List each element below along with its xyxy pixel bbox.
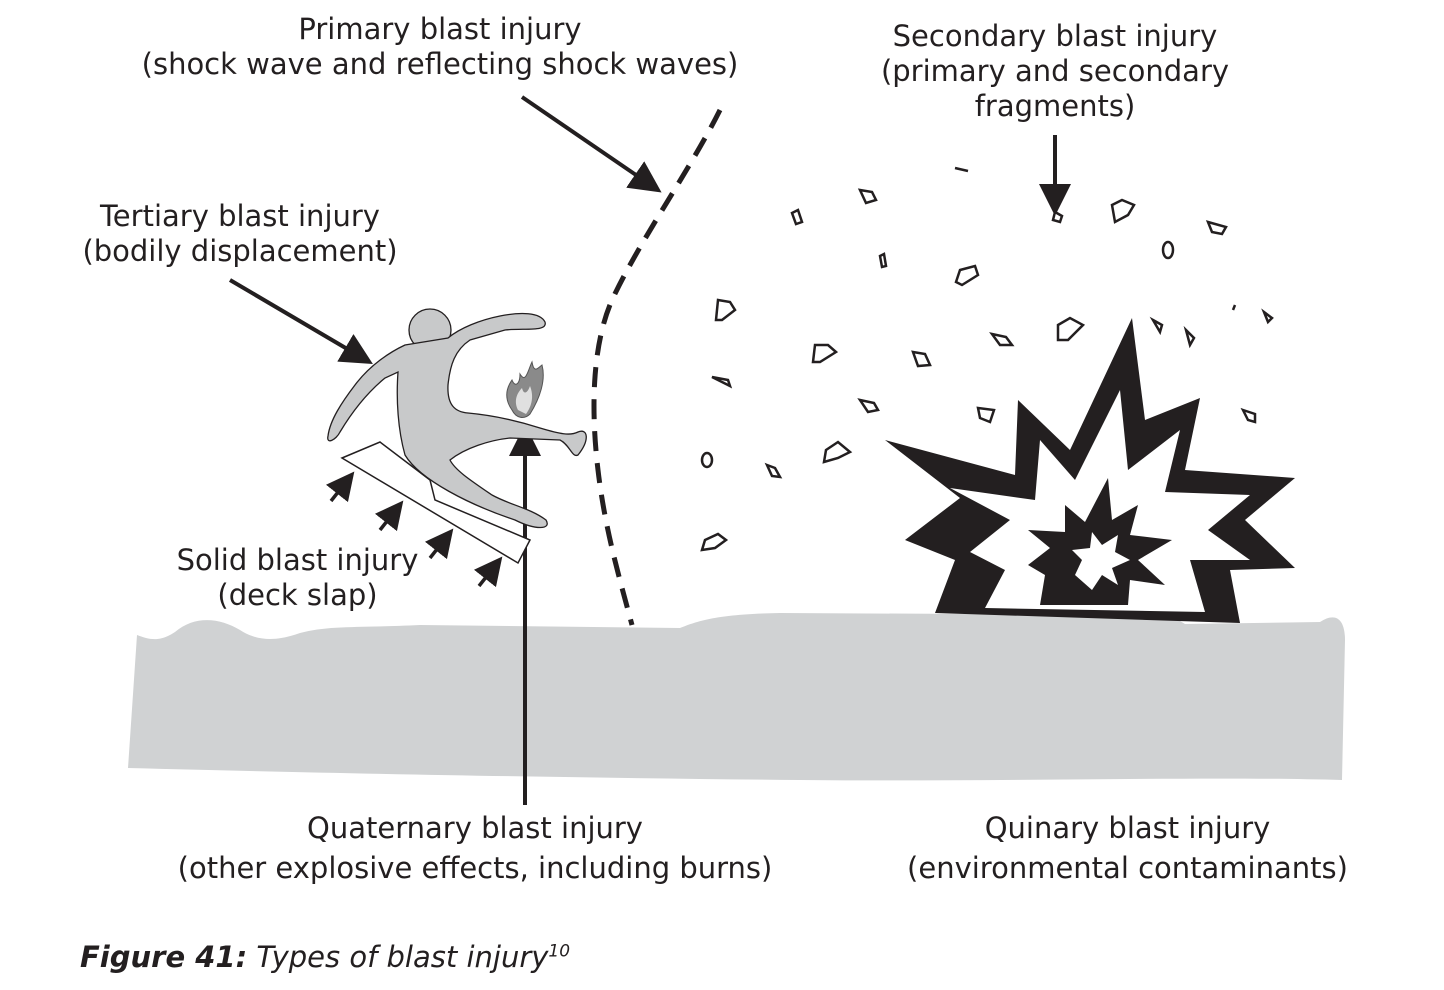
primary-blast-detail: (shock wave and reflecting shock waves) [141,47,739,81]
figure-number: Figure 41: [80,940,248,974]
primary-blast-label: Primary blast injury (shock wave and ref… [130,12,750,82]
solid-blast-label: Solid blast injury (deck slap) [165,543,430,613]
tertiary-arrow [228,278,373,365]
tertiary-blast-label: Tertiary blast injury (bodily displaceme… [70,199,410,269]
quinary-blast-label: Quinary blast injury (environmental cont… [895,808,1360,888]
reference-superscript: 10 [548,941,571,962]
flame-icon [506,360,544,418]
figure-caption: Figure 41: Types of blast injury10 [80,940,570,974]
primary-arrow [520,95,662,193]
fragments [700,166,1274,552]
secondary-blast-detail-1: (primary and secondary [880,54,1230,88]
quaternary-blast-label: Quaternary blast injury (other explosive… [160,808,790,888]
deck-plate [340,441,532,565]
quinary-blast-title: Quinary blast injury [984,811,1271,845]
solid-blast-detail: (deck slap) [217,578,378,612]
tertiary-blast-title: Tertiary blast injury [100,199,380,233]
secondary-blast-detail-2: fragments) [974,89,1136,123]
secondary-blast-label: Secondary blast injury (primary and seco… [860,19,1250,124]
ground-surface [128,613,1345,781]
tertiary-blast-detail: (bodily displacement) [82,234,398,268]
solid-blast-title: Solid blast injury [176,543,419,577]
quaternary-blast-title: Quaternary blast injury [307,811,643,845]
secondary-blast-title: Secondary blast injury [892,19,1218,53]
quinary-blast-detail: (environmental contaminants) [907,851,1348,885]
quaternary-blast-detail: (other explosive effects, including burn… [177,851,773,885]
displaced-person-figure [327,308,587,529]
figure-caption-text: Types of blast injury [247,940,549,974]
explosion-burst [885,318,1295,623]
deck-slap-arrows [325,471,503,588]
shock-wave-front [591,108,723,626]
primary-blast-title: Primary blast injury [298,12,582,46]
